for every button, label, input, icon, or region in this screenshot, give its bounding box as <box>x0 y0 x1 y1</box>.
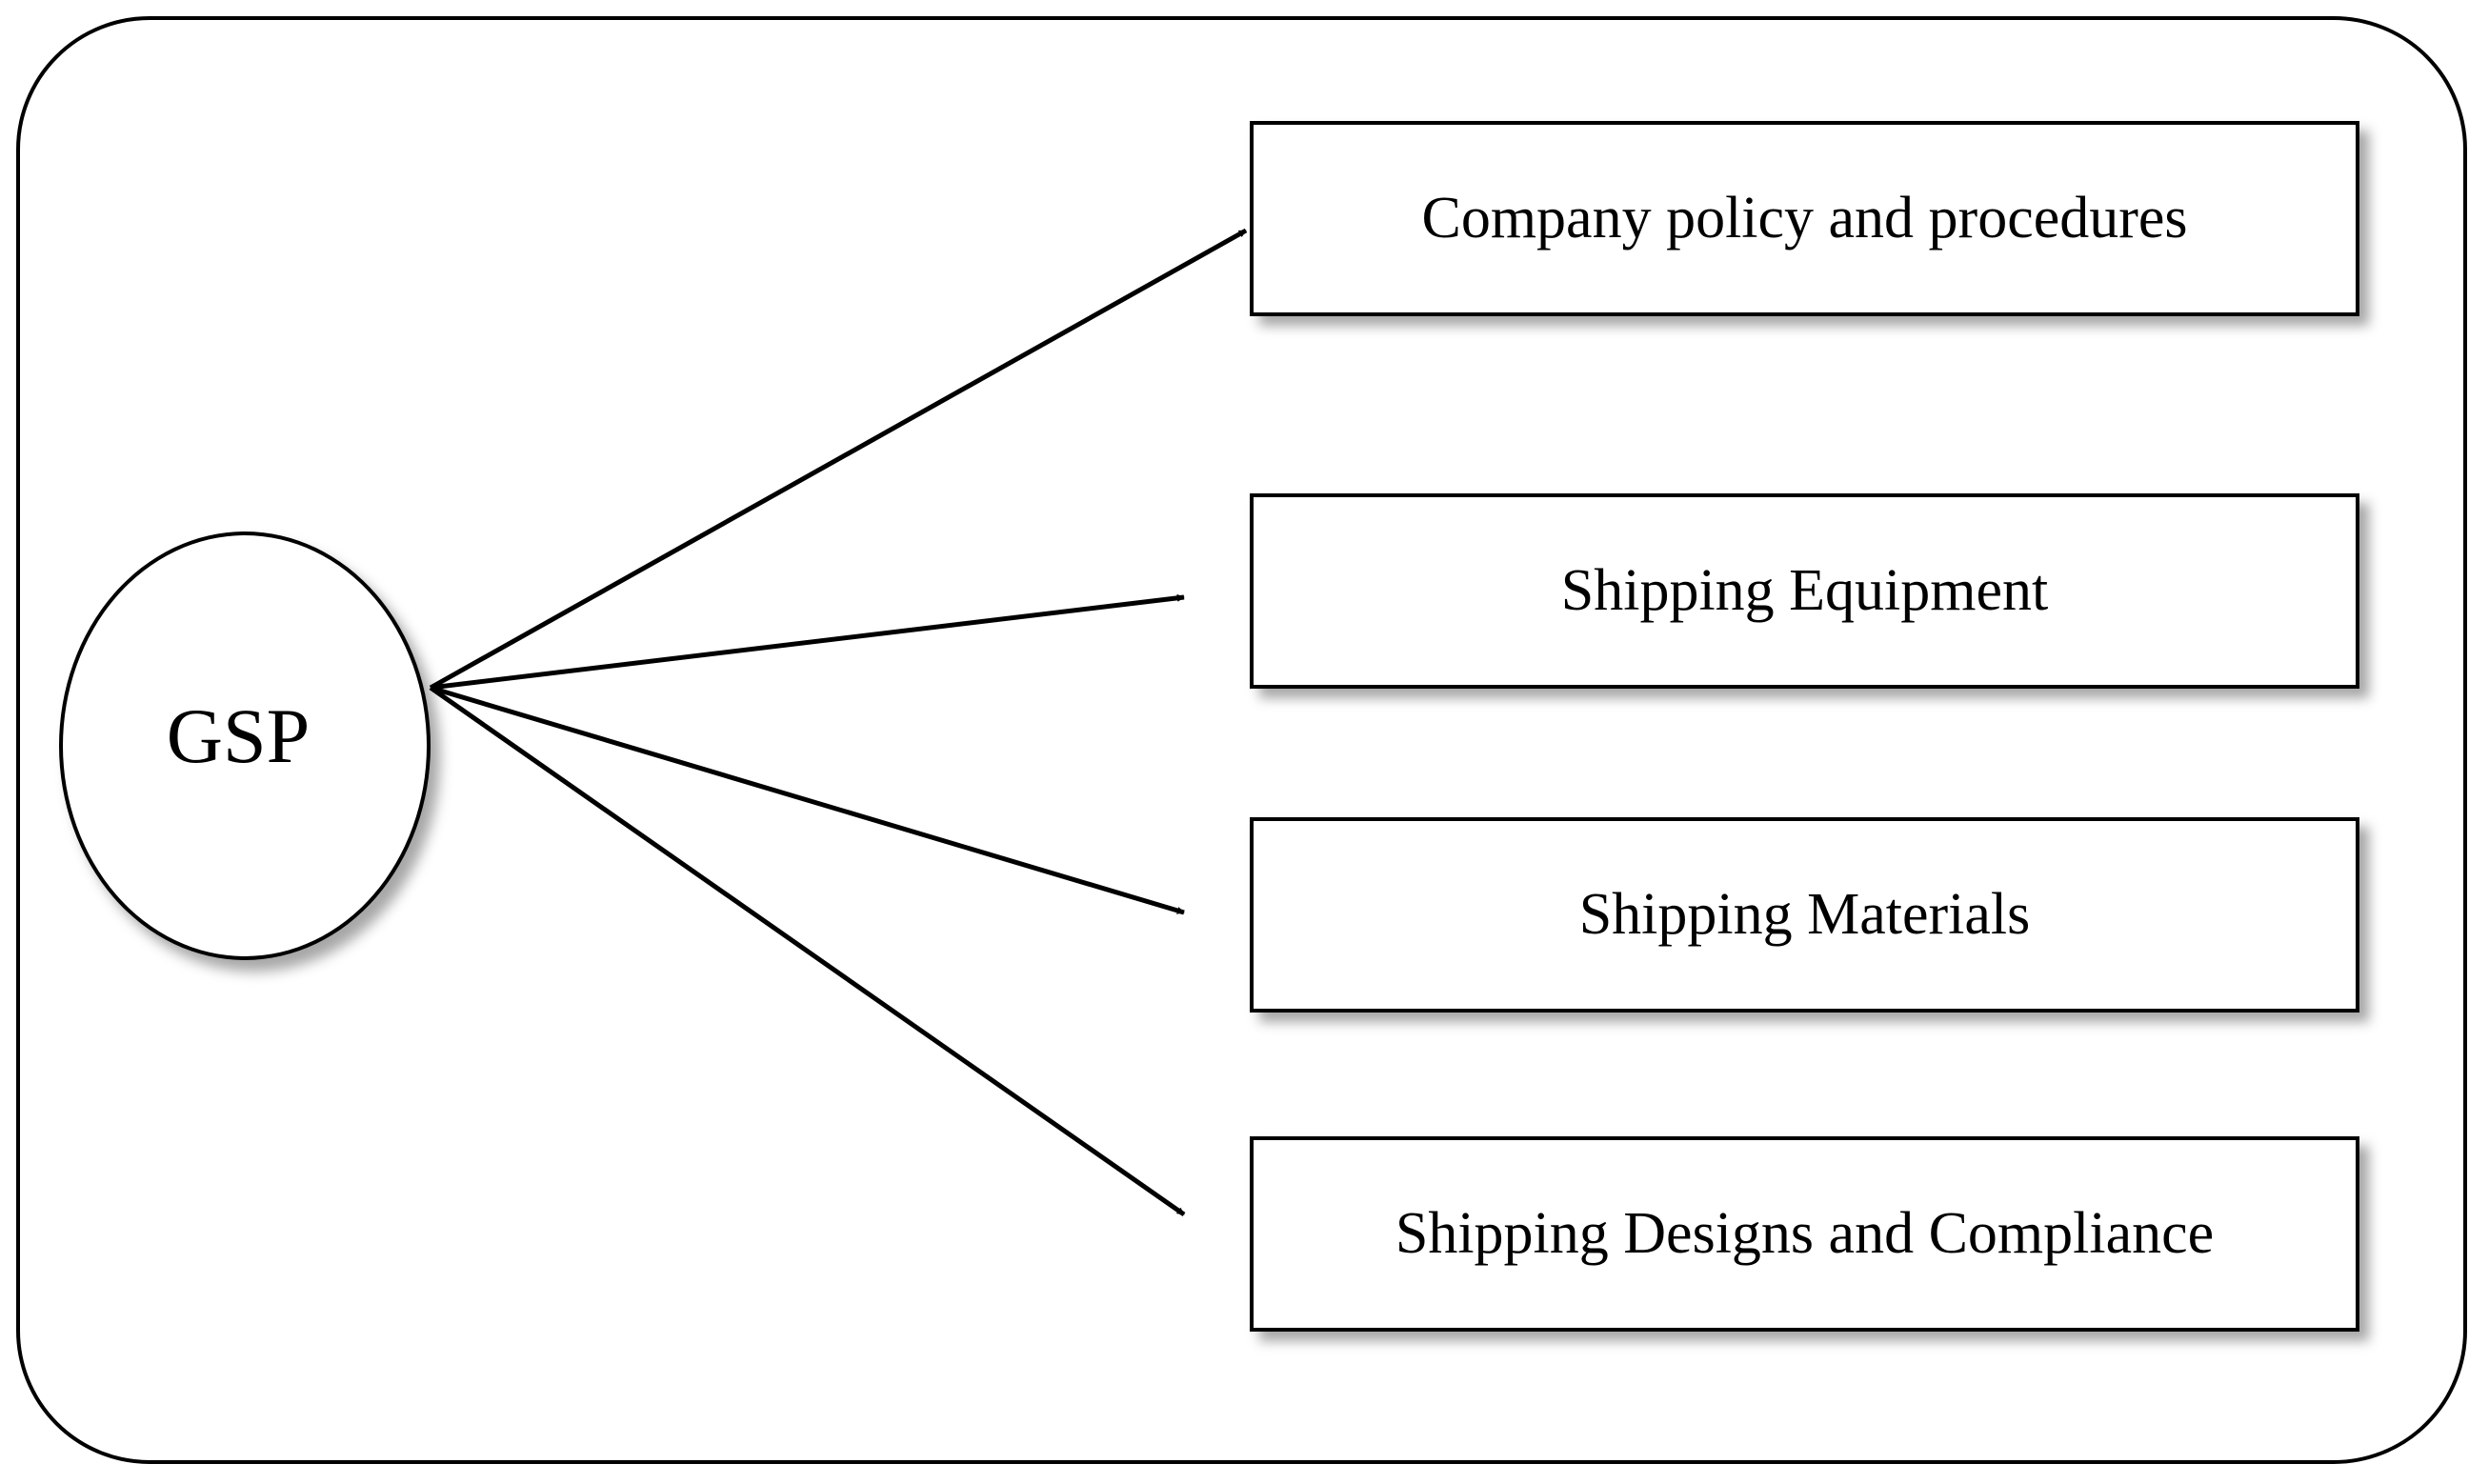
shipping-designs-box: Shipping Designs and Compliance <box>1250 1136 2359 1332</box>
arrow-to-shipping-designs <box>429 685 1186 1217</box>
arrow-to-company-policy <box>429 228 1248 691</box>
company-policy-label: Company policy and procedures <box>1421 186 2188 251</box>
arrow-to-shipping-materials <box>430 685 1185 915</box>
arrow-to-shipping-equipment <box>430 593 1185 691</box>
shipping-equipment-label: Shipping Equipment <box>1560 558 2049 623</box>
shipping-materials-label: Shipping Materials <box>1578 882 2031 947</box>
shipping-equipment-box: Shipping Equipment <box>1250 493 2359 689</box>
gsp-node: GSP <box>59 531 431 960</box>
shipping-materials-box: Shipping Materials <box>1250 817 2359 1013</box>
gsp-label: GSP <box>166 692 311 779</box>
shipping-designs-label: Shipping Designs and Compliance <box>1395 1201 2215 1266</box>
company-policy-box: Company policy and procedures <box>1250 121 2359 316</box>
